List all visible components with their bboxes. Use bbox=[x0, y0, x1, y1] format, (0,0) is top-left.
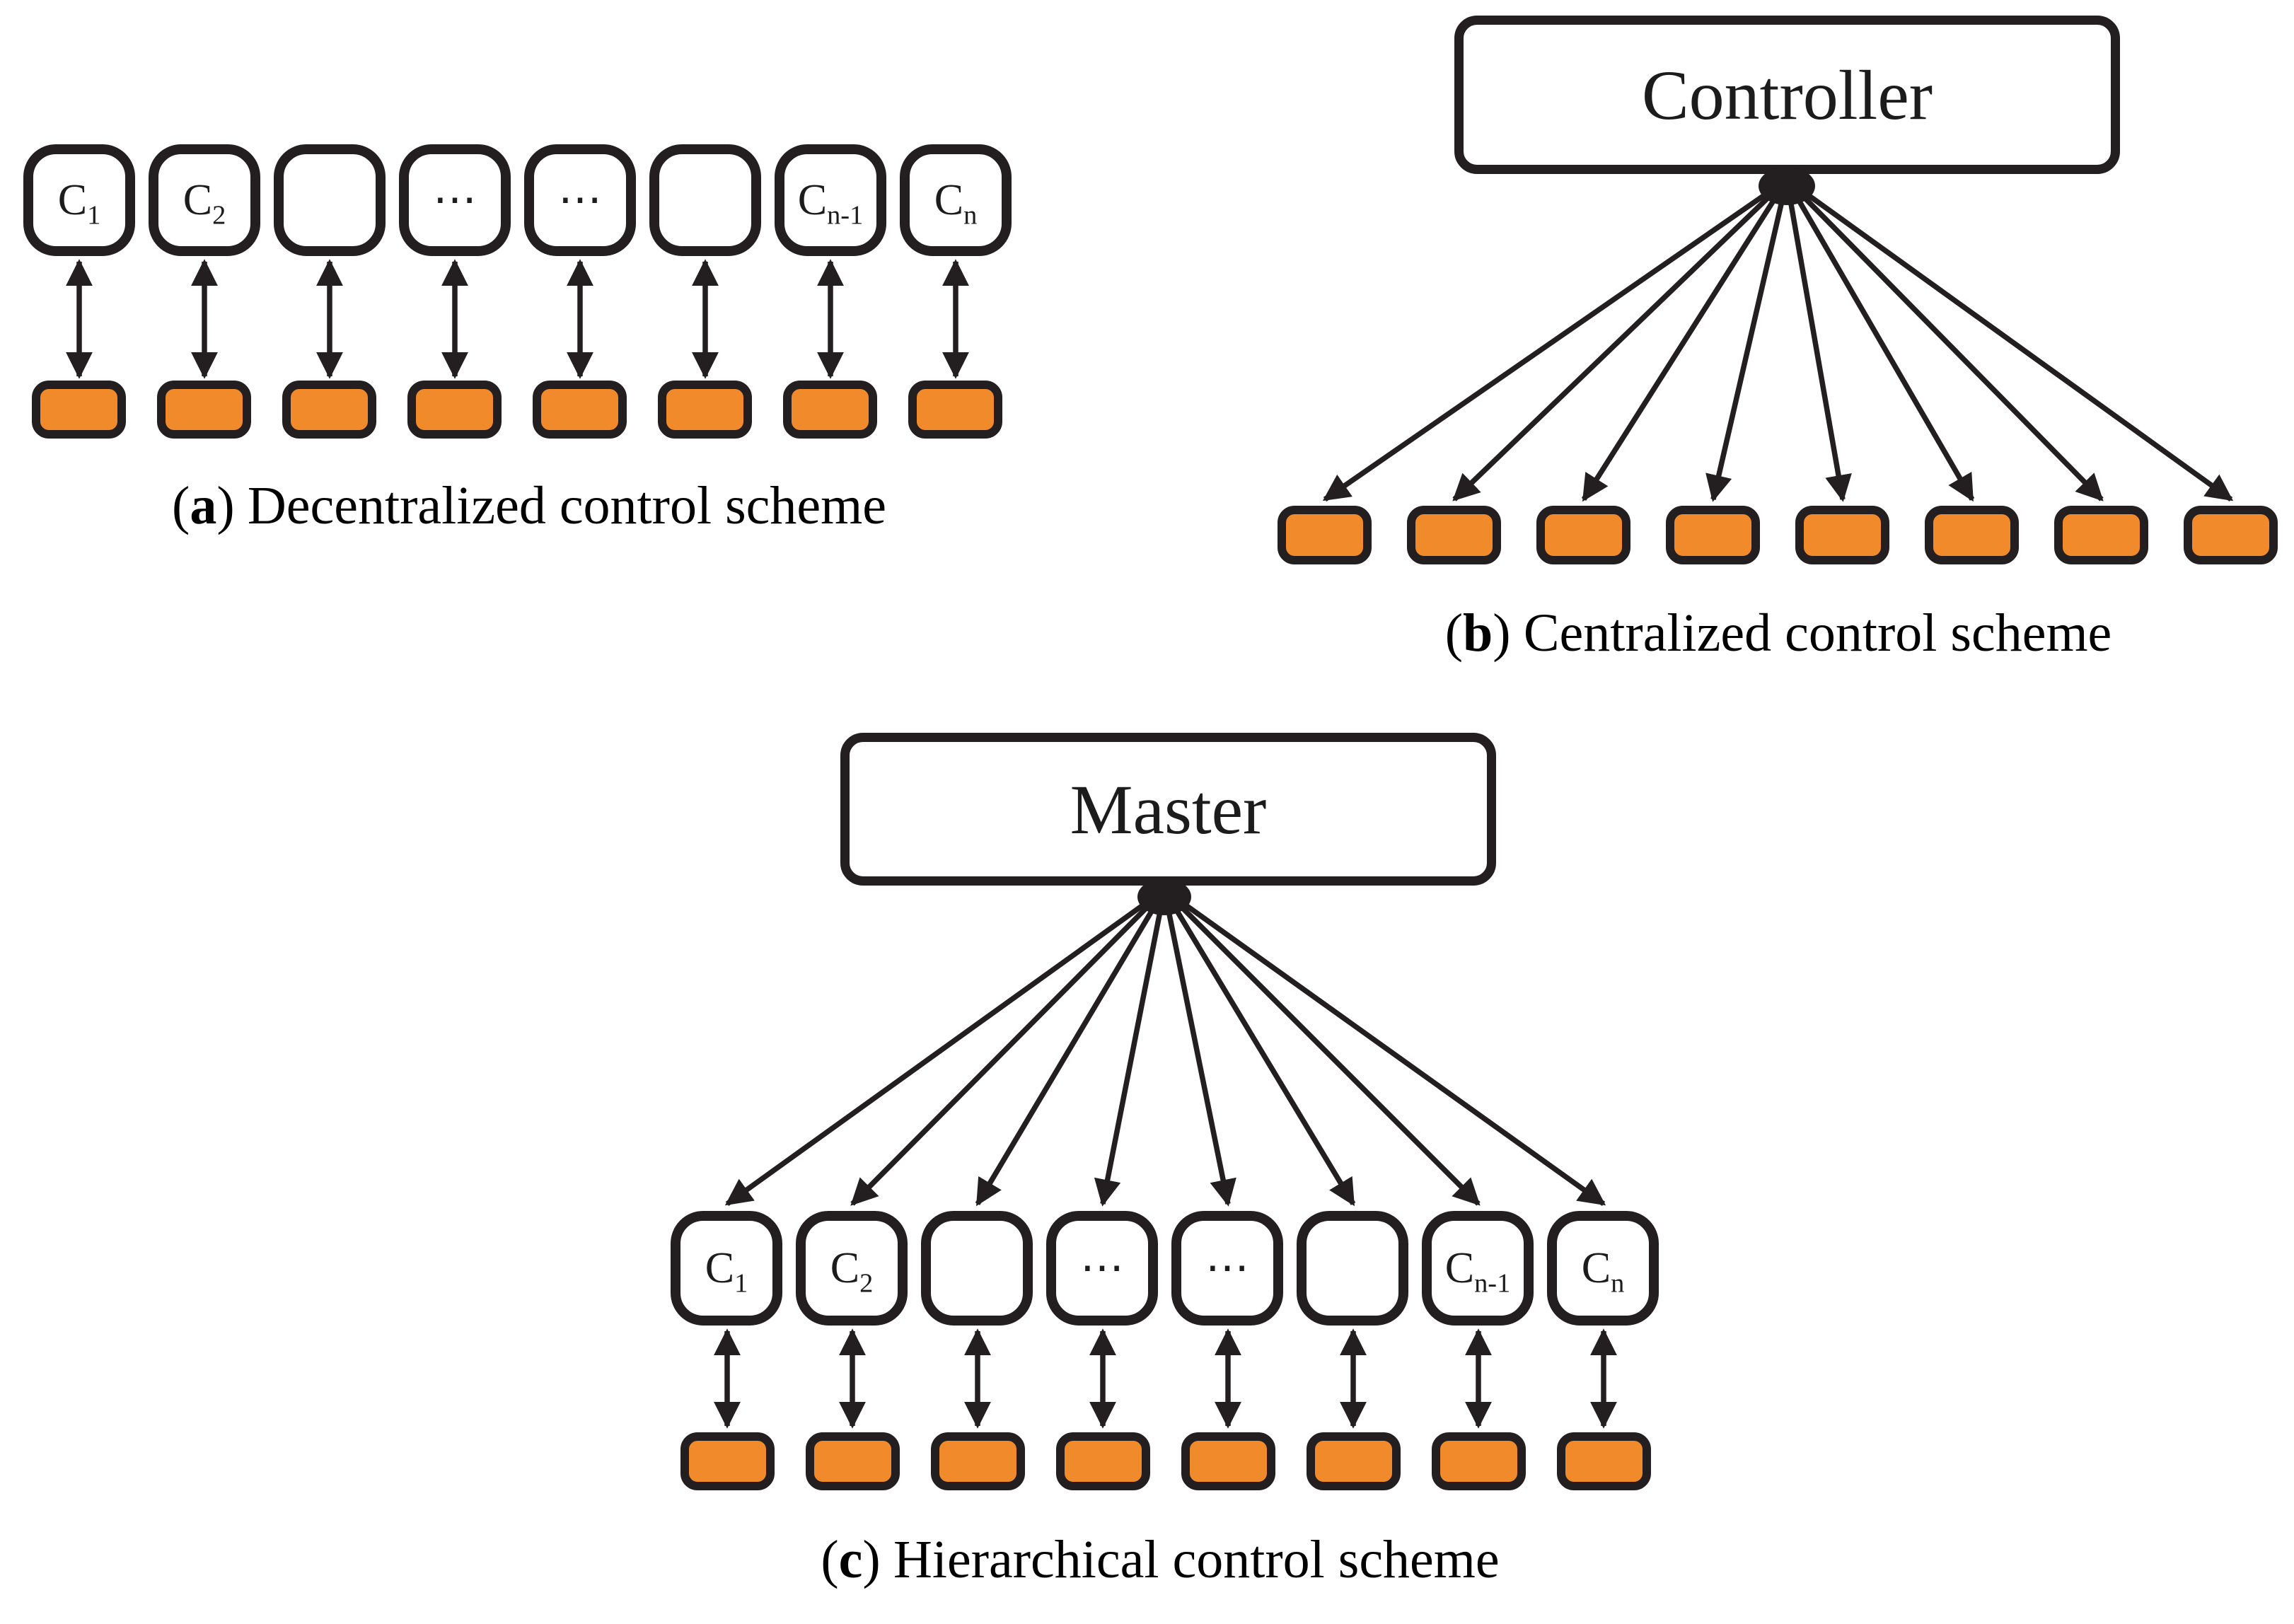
controller-box: Cn bbox=[900, 144, 1012, 256]
caption-a: (a)Decentralized control scheme bbox=[172, 476, 886, 535]
agent-box bbox=[1795, 506, 1889, 564]
fan-arrow bbox=[724, 887, 1166, 1207]
controller-box: Cn bbox=[1547, 1211, 1659, 1326]
ellipsis-label: ⋯ bbox=[558, 176, 602, 224]
agent-box bbox=[533, 381, 627, 439]
agent-box bbox=[2184, 506, 2278, 564]
agent-box bbox=[407, 381, 502, 439]
controller-box bbox=[649, 144, 761, 256]
panel-b-fan bbox=[1322, 167, 2234, 502]
panel-a-links bbox=[66, 259, 969, 379]
controller-label: Cn bbox=[1581, 1244, 1625, 1299]
fan-arrow bbox=[1162, 888, 1356, 1207]
controller-label: Cn-1 bbox=[797, 176, 864, 231]
caption-b: (b)Centralized control scheme bbox=[1444, 603, 2112, 663]
agent-box bbox=[32, 381, 126, 439]
controller-label: Cn-1 bbox=[1444, 1244, 1511, 1299]
agent-box bbox=[931, 1432, 1025, 1490]
ellipsis-label: ⋯ bbox=[1080, 1244, 1124, 1292]
master-title: Master bbox=[1070, 770, 1267, 849]
panel-c-links bbox=[714, 1328, 1617, 1429]
panel-c-fan bbox=[724, 878, 1606, 1207]
agent-box bbox=[282, 381, 376, 439]
controller-label: C1 bbox=[57, 176, 101, 231]
controller-box: ⋯ bbox=[1171, 1211, 1283, 1326]
agent-box bbox=[1407, 506, 1501, 564]
controller-box: ⋯ bbox=[1046, 1211, 1158, 1326]
controller-box bbox=[1297, 1211, 1408, 1326]
controller-box: Cn-1 bbox=[1422, 1211, 1534, 1326]
controller-box bbox=[921, 1211, 1033, 1326]
controller-box: ⋯ bbox=[399, 144, 511, 256]
fan-arrow bbox=[1785, 177, 2234, 502]
agent-box bbox=[806, 1432, 900, 1490]
agent-box bbox=[1056, 1432, 1150, 1490]
fan-arrow bbox=[850, 888, 1166, 1206]
fan-arrow bbox=[975, 888, 1167, 1207]
controller-box: C1 bbox=[23, 144, 135, 256]
fan-arrow bbox=[1785, 178, 2104, 501]
fan-arrow bbox=[1784, 179, 1852, 502]
fan-arrow bbox=[1452, 178, 1789, 501]
caption-c: (c)Hierarchical control scheme bbox=[821, 1530, 1500, 1589]
fan-arrow bbox=[1094, 889, 1167, 1207]
ellipsis-label: ⋯ bbox=[1205, 1244, 1249, 1292]
fan-arrow bbox=[1162, 888, 1481, 1206]
master-main-box: Master bbox=[840, 733, 1496, 886]
agent-box bbox=[658, 381, 752, 439]
controller-box: C2 bbox=[796, 1211, 908, 1326]
controller-box: C2 bbox=[149, 144, 260, 256]
controller-title: Controller bbox=[1641, 55, 1933, 134]
fan-arrow bbox=[1322, 177, 1789, 502]
agent-box bbox=[157, 381, 251, 439]
controller-box bbox=[274, 144, 386, 256]
agent-box bbox=[1432, 1432, 1526, 1490]
controller-label: C1 bbox=[705, 1244, 748, 1299]
agent-box bbox=[1925, 506, 2019, 564]
agent-box bbox=[2054, 506, 2148, 564]
agent-box bbox=[1666, 506, 1760, 564]
controller-label: Cn bbox=[934, 176, 978, 231]
agent-box bbox=[908, 381, 1002, 439]
fan-arrow bbox=[1705, 179, 1790, 502]
controller-main-box: Controller bbox=[1454, 16, 2120, 174]
agent-box bbox=[1307, 1432, 1401, 1490]
controller-label: C2 bbox=[830, 1244, 874, 1299]
agent-box bbox=[1181, 1432, 1275, 1490]
fan-arrow bbox=[1162, 887, 1606, 1207]
fan-arrow bbox=[1784, 178, 1975, 502]
fan-arrow bbox=[1581, 178, 1790, 502]
agent-box bbox=[1278, 506, 1372, 564]
agent-box bbox=[783, 381, 877, 439]
ellipsis-label: ⋯ bbox=[433, 176, 477, 224]
fan-arrow bbox=[1162, 889, 1236, 1207]
controller-box: ⋯ bbox=[524, 144, 636, 256]
agent-box bbox=[680, 1432, 775, 1490]
controller-box: C1 bbox=[671, 1211, 782, 1326]
agent-box bbox=[1557, 1432, 1651, 1490]
controller-label: C2 bbox=[183, 176, 226, 231]
agent-box bbox=[1536, 506, 1630, 564]
controller-box: Cn-1 bbox=[775, 144, 886, 256]
